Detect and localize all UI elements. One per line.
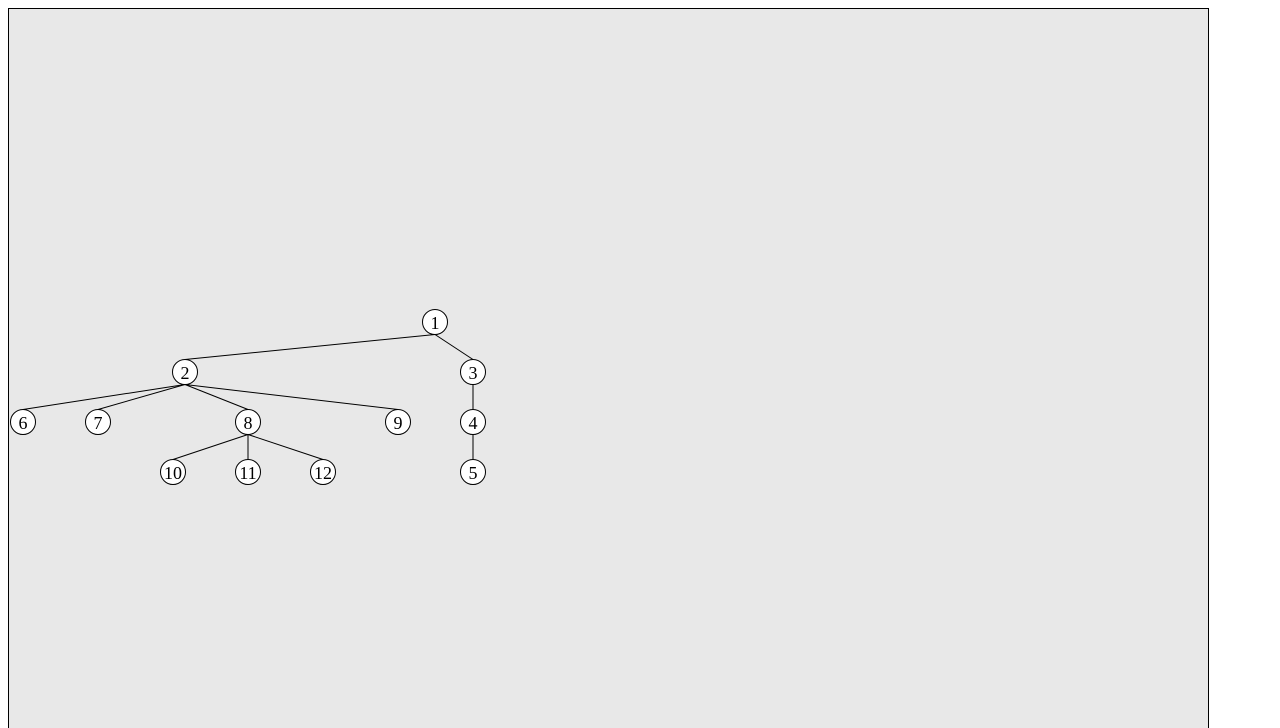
tree-node-7: 7	[85, 409, 111, 435]
node-label: 7	[94, 413, 103, 433]
edge-2-7	[97, 384, 186, 410]
node-circle	[460, 409, 486, 435]
edge-2-9	[184, 384, 399, 410]
node-label: 10	[164, 463, 182, 483]
edges-layer	[22, 334, 474, 460]
tree-node-10: 10	[160, 459, 186, 485]
edge-8-10	[172, 434, 249, 460]
node-label: 1	[431, 313, 440, 333]
tree-node-12: 12	[310, 459, 336, 485]
edge-8-12	[247, 434, 324, 460]
node-circle	[460, 459, 486, 485]
node-label: 3	[469, 363, 478, 383]
edge-1-2	[184, 334, 436, 360]
node-label: 5	[469, 463, 478, 483]
node-label: 4	[469, 413, 478, 433]
node-label: 11	[239, 463, 256, 483]
node-circle	[10, 409, 36, 435]
tree-node-6: 6	[10, 409, 36, 435]
node-label: 12	[314, 463, 332, 483]
edge-1-3	[434, 334, 474, 360]
tree-node-11: 11	[235, 459, 261, 485]
node-circle	[385, 409, 411, 435]
node-circle	[85, 409, 111, 435]
node-label: 9	[394, 413, 403, 433]
node-circle	[172, 359, 198, 385]
node-label: 2	[181, 363, 190, 383]
node-circle	[160, 459, 186, 485]
tree-node-1: 1	[422, 309, 448, 335]
tree-node-2: 2	[172, 359, 198, 385]
node-label: 8	[244, 413, 253, 433]
tree-node-8: 8	[235, 409, 261, 435]
node-circle	[460, 359, 486, 385]
node-circle	[235, 409, 261, 435]
tree-node-3: 3	[460, 359, 486, 385]
node-circle	[235, 459, 261, 485]
tree-node-5: 5	[460, 459, 486, 485]
tree-node-4: 4	[460, 409, 486, 435]
edge-2-8	[184, 384, 249, 410]
edge-2-6	[22, 384, 186, 410]
node-circle	[310, 459, 336, 485]
node-label: 6	[19, 413, 28, 433]
tree-node-9: 9	[385, 409, 411, 435]
node-circle	[422, 309, 448, 335]
